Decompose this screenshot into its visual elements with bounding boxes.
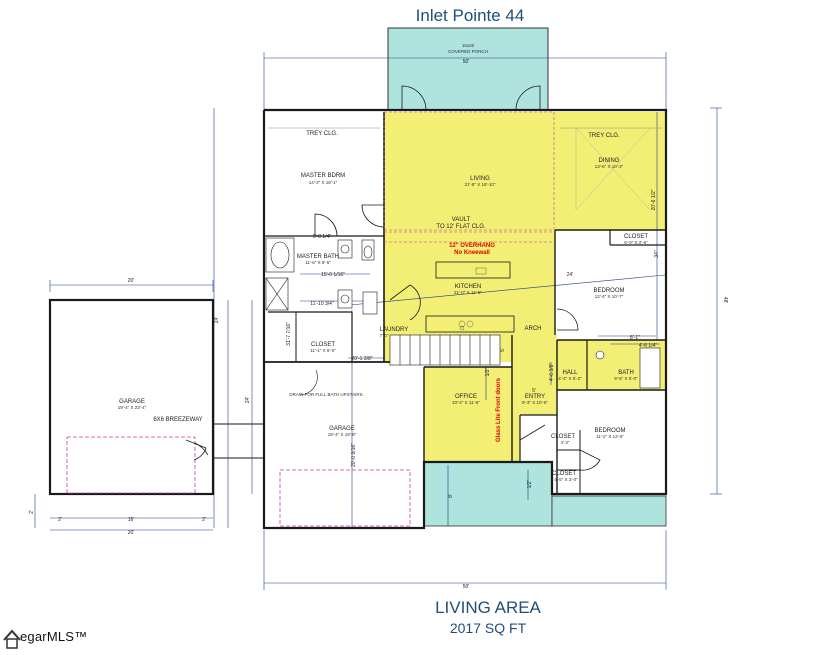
dim-mb-w1: 5'-8 1/4" — [313, 234, 332, 240]
laundry-dim: 7'-0" — [380, 333, 389, 338]
closet-l-dim: 11'-1" X 6'-0" — [310, 348, 336, 353]
bedroom-b-label: BEDROOM — [594, 428, 625, 434]
closet-m-label: CLOSET — [551, 434, 575, 440]
dim-dining-depth: 20'-6 1/2" — [651, 189, 657, 210]
breezeway-label: 6X6 BREEZEWAY — [153, 417, 202, 423]
office-dim: 10'-4" X 11'-6" — [452, 400, 480, 405]
entry-label: ENTRY — [525, 394, 545, 400]
garage-main-label: GARAGE — [329, 426, 355, 432]
living-area-sqft: 2017 SQ FT — [449, 620, 527, 636]
master-bath-label: MASTER BATH — [297, 254, 339, 260]
closet-tr-dim: 6'-0" X 2'-6" — [624, 240, 648, 245]
dim-top-width: 50' — [463, 59, 470, 65]
living-area-label: LIVING AREA — [435, 598, 541, 617]
dim-det-width: 20' — [128, 278, 135, 284]
master-label: MASTER BDRM — [301, 173, 345, 179]
stairs — [389, 334, 501, 366]
dim-right-depth: 48' — [722, 297, 728, 304]
bedroom-b-dim: 11'-2" X 12'-6" — [596, 434, 624, 439]
arch-label: ARCH — [524, 326, 541, 332]
entry-dim: 9'-3" X 10'-6" — [522, 400, 548, 405]
kitchen-counter — [425, 315, 515, 333]
dim-det-right: 2' — [202, 517, 206, 523]
dining-label: DINING — [599, 158, 620, 164]
dim-det-depth: 2' — [29, 510, 35, 514]
porch-fill — [387, 27, 549, 111]
closet-b-label: CLOSET — [552, 471, 576, 477]
office-label: OFFICE — [455, 394, 477, 400]
master-bath-dim: 11'-6" X 9'-6" — [305, 260, 331, 265]
dim-hall-w: 5' — [532, 388, 536, 394]
front-porch-left — [423, 461, 553, 527]
garage-det-dim: 19'-4" X 23'-4" — [118, 405, 147, 410]
dim-closet-r-h: 34" — [654, 250, 660, 258]
office-fill — [424, 367, 520, 462]
hall-label: HALL — [562, 370, 578, 376]
porch-label: COVERED PORCH — [448, 49, 488, 54]
trey-left-label: TREY CLG. — [306, 131, 338, 137]
dim-closet-h: 31'-7 7/16" — [286, 322, 292, 346]
overhang-label: 12" OVERHANG — [449, 243, 495, 249]
dim-mb-w2: 15'-0 1/16" — [321, 272, 345, 278]
bath-dim: 9'-6" X 5'-0" — [614, 376, 638, 381]
porch-doors — [185, 85, 601, 471]
drain-label: DRAIN FOR FULL BATH UPSTAIRS — [289, 392, 362, 397]
plan-title: Inlet Pointe 44 — [415, 6, 525, 25]
kitchen-island — [435, 261, 511, 279]
kitchen-label: KITCHEN — [455, 284, 481, 290]
vault-outline — [383, 111, 555, 231]
walls — [48, 108, 668, 530]
trey-right-label: TREY CLG. — [588, 133, 620, 139]
closet-b-dim: 4'-5" X 3'-0" — [554, 477, 578, 482]
glass-doors-label: Glass Lite Front doors — [496, 377, 502, 442]
dim-mb-w3: 11'-10 3/4" — [310, 301, 334, 307]
front-porch-right — [551, 495, 667, 527]
dining-dim: 13'-6" X 10'-3" — [595, 164, 624, 169]
living-fill — [384, 112, 555, 362]
vault-sub-label: TO 12' FLAT CLG. — [436, 224, 485, 230]
bedroom-r-label: BEDROOM — [593, 288, 624, 294]
dim-left-depth: 24' — [245, 397, 251, 404]
master-dim: 14'-3" X 18'-1" — [309, 180, 338, 185]
master-bath-fixtures — [265, 237, 661, 389]
closet-tr-label: CLOSET — [624, 234, 648, 240]
bedroom-r-dim: 12'-4" X 10'-7" — [595, 294, 624, 299]
kitchen-dim: 21'-0" X 11'-6" — [454, 290, 482, 295]
laundry-label: LAUNDRY — [380, 327, 409, 333]
garage-det-label: GARAGE — [119, 399, 145, 405]
dim-stair-off: 5' — [500, 348, 506, 352]
dim-closet-w: 20'-1 3/8" — [351, 356, 372, 362]
dim-front-proj: 8' — [448, 494, 454, 498]
kneewall-label: No Kneewall — [454, 250, 490, 256]
dim-bed-w1: 8'-1" — [630, 335, 640, 341]
dim-det-left: 2' — [58, 517, 62, 523]
dim-bottom-width: 50' — [463, 584, 470, 590]
dim-office-h: 1/2" — [485, 367, 491, 376]
garage-main-dim: 19'-4" X 19'-8" — [328, 432, 357, 437]
hall-fill — [557, 340, 587, 390]
bath-label: BATH — [618, 370, 634, 376]
dim-mb-h: 24' — [214, 317, 220, 324]
porch-dim-label: 10x20 — [462, 43, 475, 48]
mls-logo-text: egarMLS™ — [20, 629, 88, 644]
living-label: LIVING — [470, 176, 490, 182]
living-dim: 21'-8" X 18'-10" — [465, 182, 496, 187]
dim-bed-right: 1/2" — [527, 479, 533, 488]
closet-m-dim: 4'-3" — [561, 440, 570, 445]
dim-det-door: 16' — [128, 517, 135, 523]
house-logo-icon — [3, 629, 21, 649]
entry-fill — [512, 335, 557, 462]
dim-entry-h: 4'-6 3/8" — [549, 363, 555, 382]
dim-garage-depth: 20'-0 9/16" — [351, 443, 357, 467]
mls-logo: egarMLS™ — [2, 626, 122, 650]
dim-det-bottom: 20' — [128, 530, 135, 536]
dim-kitchen-span: 24' — [567, 272, 574, 278]
hall-dim: 4'-4" X 5'-2" — [558, 376, 582, 381]
closet-l-label: CLOSET — [311, 342, 335, 348]
dim-bed-w2: 4'-6 1/4" — [639, 343, 658, 349]
garage-main-door — [279, 469, 411, 527]
vault-label: VAULT — [452, 217, 471, 223]
garage-det-door — [66, 436, 196, 494]
